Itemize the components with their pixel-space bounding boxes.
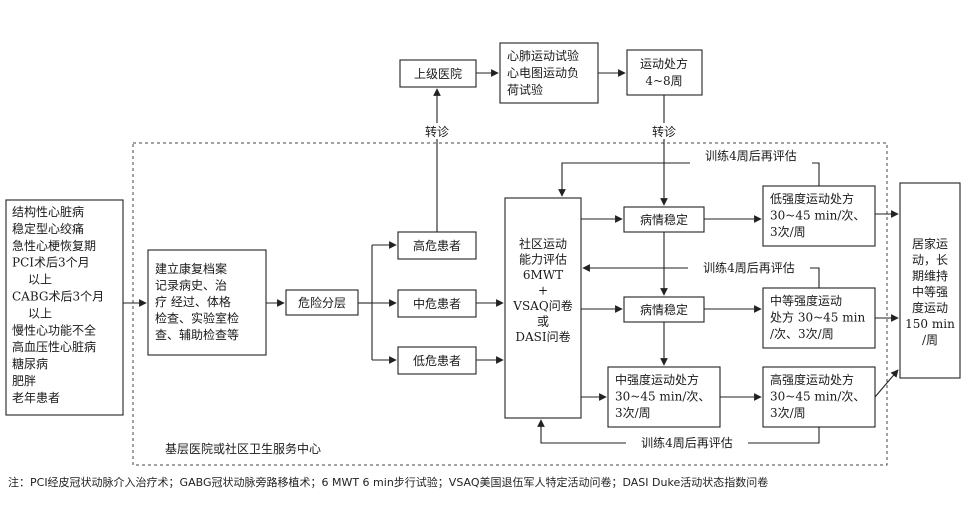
mid-risk-box — [397, 289, 477, 318]
low-prescription-box — [762, 185, 876, 247]
conditions-line: 肥胖 — [12, 374, 36, 388]
upper-hospital-box — [399, 59, 477, 88]
high-prescription-line: 30~45 min/次、 — [770, 390, 865, 404]
home-exercise-line: /周 — [922, 333, 938, 347]
community-eval-line: + — [538, 284, 548, 298]
community-eval-line: 6MWT — [523, 268, 563, 282]
mid-prescription-2-line: 中强度运动处方 — [615, 372, 699, 387]
reassess-bottom-bg — [626, 435, 748, 451]
mid-prescription-1-text: 中等强度运动处方 30~45 min/次、3次/周 — [770, 293, 865, 341]
reassess-bottom-label: 训练4周后再评估 — [641, 435, 733, 450]
cpet-line: 荷试验 — [507, 82, 543, 97]
archive-line: 记录病史、治 — [155, 278, 227, 293]
stable-1-box — [623, 206, 705, 233]
archive-line: 查、辅助检查等 — [155, 327, 239, 342]
referral-1-bg — [421, 123, 453, 139]
risk-stratification-box — [285, 289, 359, 316]
archive-box — [147, 249, 267, 356]
community-eval-line: DASI问卷 — [515, 329, 570, 344]
low-prescription-text: 低强度运动处方 30~45 min/次、 3次/周 — [770, 191, 865, 239]
high-risk-label: 高危患者 — [413, 238, 461, 253]
cpet-text: 心肺运动试验心电图运动负荷试验 — [507, 48, 579, 97]
home-exercise-box — [899, 182, 961, 379]
low-risk-label: 低危患者 — [413, 354, 461, 368]
community-center-region — [132, 142, 888, 466]
conditions-line: 高血压性心脏病 — [12, 339, 96, 354]
mid-prescription-1-line: 处方 30~45 min — [770, 310, 865, 325]
conditions-line: 稳定型心绞痛 — [12, 221, 84, 236]
high-risk-box — [397, 231, 477, 260]
conditions-line: 以上 — [28, 273, 52, 287]
low-prescription-line: 30~45 min/次、 — [770, 209, 865, 223]
upper-prescription-box — [626, 49, 703, 96]
community-eval-box — [504, 197, 582, 419]
reassess-mid-bg — [688, 260, 810, 276]
archive-line: 建立康复档案 — [155, 261, 227, 276]
home-exercise-line: 150 min — [905, 317, 955, 331]
mid-prescription-2-line: 3次/周 — [615, 406, 651, 420]
conditions-line: 糖尿病 — [12, 356, 48, 371]
upper-prescription-text: 运动处方 4~8周 — [640, 56, 688, 88]
home-exercise-line: 动，长 — [912, 253, 948, 267]
loop-reassess-mid — [582, 264, 820, 288]
footnote: 注：PCI经皮冠状动脉介入治疗术；GABG冠状动脉旁路移植术；6 MWT 6 m… — [8, 476, 769, 489]
community-eval-line: VSAQ问卷 — [512, 298, 572, 313]
cpet-line: 心电图运动负 — [507, 66, 579, 80]
mid-prescription-2-line: 30~45 min/次、 — [615, 390, 710, 404]
mid-prescription-1-line: /次、3次/周 — [770, 327, 834, 341]
home-exercise-line: 期维持 — [912, 268, 948, 283]
community-eval-line: 能力评估 — [519, 253, 567, 267]
community-eval-line: 或 — [537, 315, 549, 329]
cpet-line: 心肺运动试验 — [507, 48, 579, 63]
cpet-box — [499, 42, 599, 104]
low-prescription-line: 低强度运动处方 — [770, 191, 854, 206]
arrow-highrx-home — [874, 369, 899, 398]
high-prescription-line: 高强度运动处方 — [770, 372, 854, 387]
conditions-line: CABG术后3个月 — [12, 290, 104, 304]
risk-stratification-label: 危险分层 — [298, 295, 346, 310]
home-exercise-line: 度运动 — [912, 300, 948, 315]
archive-line: 检查、实验室检 — [155, 311, 239, 326]
low-prescription-line: 3次/周 — [770, 225, 806, 239]
conditions-box — [5, 199, 124, 416]
conditions-line: 急性心梗恢复期 — [12, 238, 96, 253]
home-exercise-line: 中等强 — [912, 284, 948, 299]
high-prescription-text: 高强度运动处方 30~45 min/次、 3次/周 — [770, 372, 865, 420]
mid-prescription-2-text: 中强度运动处方 30~45 min/次、 3次/周 — [615, 372, 710, 420]
conditions-line: 老年患者 — [12, 391, 60, 405]
reassess-top-bg — [690, 148, 812, 164]
archive-line: 疗 经过、体格 — [155, 294, 231, 309]
reassess-mid-label: 训练4周后再评估 — [703, 260, 795, 275]
stable-1-label: 病情稳定 — [640, 212, 688, 227]
conditions-line: 慢性心功能不全 — [12, 322, 96, 337]
home-exercise-line: 居家运 — [912, 236, 948, 251]
community-eval-line: 社区运动 — [519, 236, 567, 251]
home-exercise-text: 居家运动，长期维持中等强度运动 150 min/周 — [905, 236, 955, 347]
mid-risk-label: 中危患者 — [413, 296, 461, 311]
stable-2-label: 病情稳定 — [640, 302, 688, 317]
conditions-line: 以上 — [28, 306, 52, 320]
archive-text: 建立康复档案记录病史、治疗 经过、体格检查、实验室检查、辅助检查等 — [155, 261, 239, 342]
conditions-line: PCI术后3个月 — [12, 256, 90, 270]
referral-2-label: 转诊 — [652, 124, 676, 139]
referral-2-bg — [648, 123, 680, 139]
referral-1-label: 转诊 — [425, 124, 449, 139]
reassess-top-label: 训练4周后再评估 — [705, 148, 797, 163]
high-prescription-line: 3次/周 — [770, 406, 806, 420]
region-label: 基层医院或社区卫生服务中心 — [165, 441, 321, 456]
upper-prescription-line: 4~8周 — [645, 74, 682, 88]
flowchart: 基层医院或社区卫生服务中心 结构性心脏病稳定型心绞痛急性心梗恢复期 PCI术后3个… — [5, 42, 961, 466]
conditions-line: 结构性心脏病 — [12, 204, 84, 219]
upper-hospital-label: 上级医院 — [414, 67, 462, 81]
upper-prescription-line: 运动处方 — [640, 56, 688, 71]
mid-prescription-1-line: 中等强度运动 — [770, 293, 842, 308]
